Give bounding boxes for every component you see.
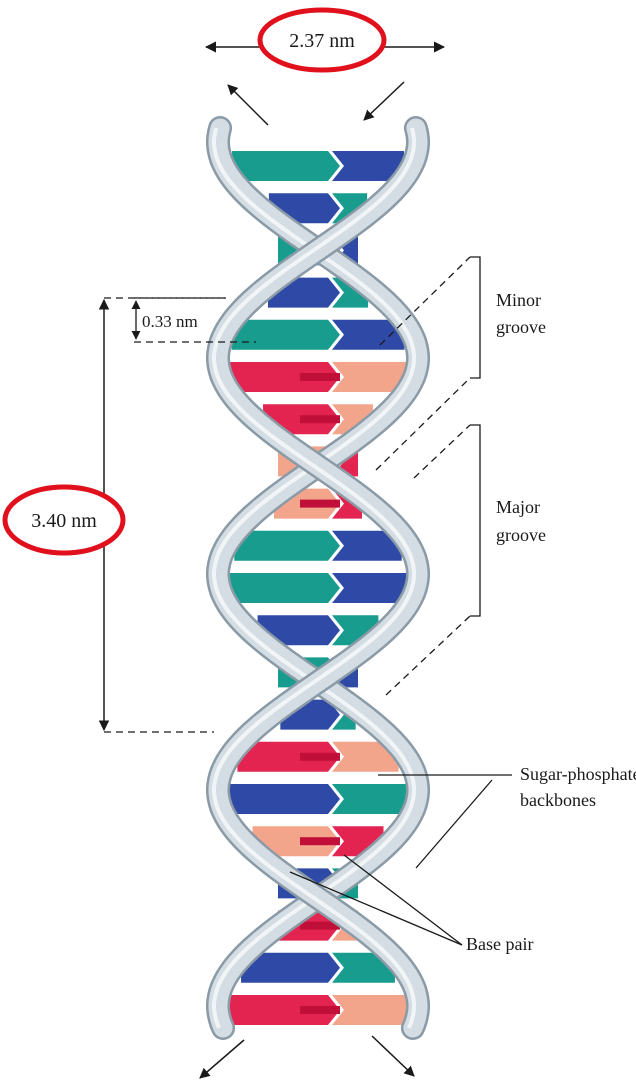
rotation-arrow-bottom-right — [372, 1036, 414, 1076]
base-pair-label: Base pair — [466, 934, 533, 954]
rotation-arrow-top-right — [364, 82, 404, 120]
base-left — [234, 531, 340, 561]
minor-groove-label-line1: Minor — [496, 290, 541, 310]
base-pair — [228, 573, 408, 603]
rotation-arrow-top-left — [228, 85, 268, 125]
major-groove-bracket — [470, 425, 480, 616]
pitch-measure-label: 3.40 nm — [31, 510, 97, 532]
base-left — [227, 784, 340, 814]
base-left — [228, 573, 340, 603]
base-right — [332, 995, 410, 1025]
pitch-measurement: 3.40 nm — [5, 298, 226, 732]
base-pair-bond-mark — [300, 837, 340, 845]
base-pair-bond-mark — [300, 500, 340, 508]
base-pair — [241, 953, 395, 983]
base-left — [232, 151, 340, 181]
backbone-label-line2: backbones — [520, 790, 596, 810]
minor-groove-bracket — [470, 257, 480, 378]
base-pair-bond-mark — [300, 1006, 340, 1014]
rise-measure-label: 0.33 nm — [142, 312, 198, 331]
width-measurement: 2.37 nm — [206, 10, 444, 70]
base-pair-bond-mark — [300, 415, 340, 423]
backbone-label-line1: Sugar-phosphate — [520, 764, 636, 784]
rotation-arrow-bottom-left — [200, 1040, 244, 1078]
base-right — [332, 784, 409, 814]
base-pair — [230, 362, 406, 392]
width-measure-label: 2.37 nm — [289, 30, 355, 52]
base-pair — [237, 742, 398, 772]
major-groove-label-line2: groove — [496, 525, 546, 545]
minor-groove-label-line2: groove — [496, 317, 546, 337]
base-left — [232, 320, 340, 350]
base-pair — [232, 320, 405, 350]
base-pair-bond-mark — [300, 373, 340, 381]
base-right — [332, 573, 408, 603]
base-pair — [232, 151, 404, 181]
major-groove-label-line1: Major — [496, 497, 540, 517]
base-pair-bond-mark — [300, 753, 340, 761]
base-pair — [234, 531, 401, 561]
major-groove-guide-top — [414, 425, 470, 478]
base-pair — [226, 995, 410, 1025]
base-pair — [227, 784, 409, 814]
